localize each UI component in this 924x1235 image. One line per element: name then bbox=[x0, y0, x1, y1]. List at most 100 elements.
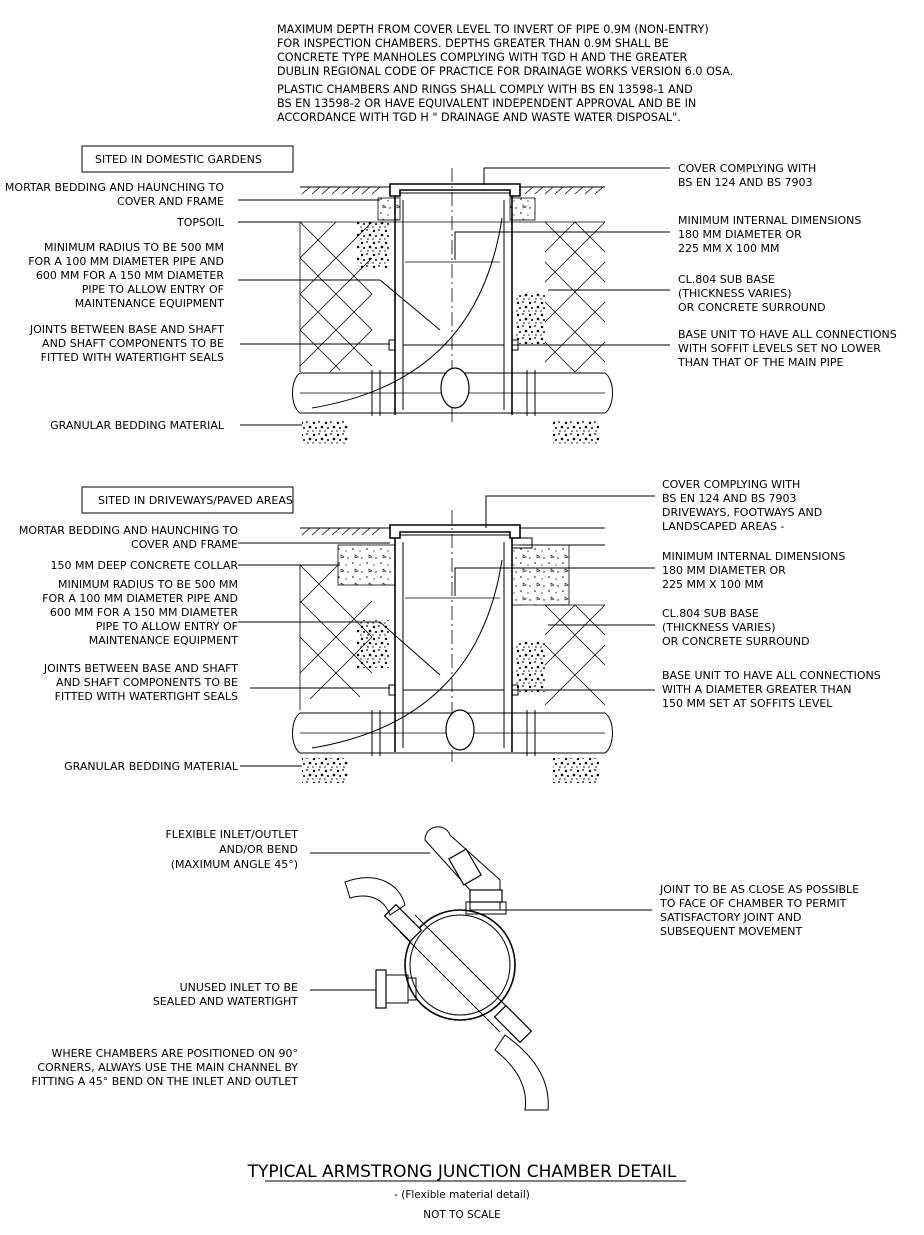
label: CORNERS, ALWAYS USE THE MAIN CHANNEL BY bbox=[37, 1061, 298, 1074]
gravel-surround bbox=[357, 620, 389, 668]
section-driveways: SITED IN DRIVEWAYS/PAVED AREAS bbox=[19, 478, 881, 783]
label: WITH A DIAMETER GREATER THAN bbox=[662, 683, 851, 696]
label: AND SHAFT COMPONENTS TO BE bbox=[56, 676, 238, 689]
unused-inlet bbox=[375, 969, 417, 1009]
granular-bedding bbox=[553, 758, 599, 783]
label: THAN THAT OF THE MAIN PIPE bbox=[677, 356, 844, 369]
ground-surface bbox=[300, 186, 605, 195]
label: 225 MM X 100 MM bbox=[662, 578, 763, 591]
label: FITTING A 45° BEND ON THE INLET AND OUTL… bbox=[31, 1075, 298, 1088]
label: FOR A 100 MM DIAMETER PIPE AND bbox=[28, 255, 224, 268]
left-leaders bbox=[238, 542, 441, 767]
label: FLEXIBLE INLET/OUTLET bbox=[165, 828, 298, 841]
label: OR CONCRETE SURROUND bbox=[662, 635, 810, 648]
note-line: FOR INSPECTION CHAMBERS. DEPTHS GREATER … bbox=[277, 37, 669, 50]
label: FOR A 100 MM DIAMETER PIPE AND bbox=[42, 592, 238, 605]
label: 180 MM DIAMETER OR bbox=[678, 228, 802, 241]
label: GRANULAR BEDDING MATERIAL bbox=[50, 419, 225, 432]
flexible-inlet bbox=[424, 826, 507, 915]
label: COVER COMPLYING WITH bbox=[662, 478, 800, 491]
drawing-subtitle: - (Flexible material detail) bbox=[394, 1189, 530, 1201]
concrete-collar bbox=[337, 544, 396, 586]
drawing-title: TYPICAL ARMSTRONG JUNCTION CHAMBER DETAI… bbox=[247, 1162, 677, 1182]
label: SUBSEQUENT MOVEMENT bbox=[660, 925, 803, 938]
label: CL.804 SUB BASE bbox=[662, 607, 759, 620]
label: 180 MM DIAMETER OR bbox=[662, 564, 786, 577]
label: 225 MM X 100 MM bbox=[678, 242, 779, 255]
section-heading: SITED IN DRIVEWAYS/PAVED AREAS bbox=[98, 494, 293, 507]
plan-leaders bbox=[310, 852, 652, 991]
label: SATISFACTORY JOINT AND bbox=[660, 911, 801, 924]
label: TOPSOIL bbox=[176, 216, 225, 229]
granular-bedding bbox=[302, 758, 348, 783]
label: MINIMUM RADIUS TO BE 500 MM bbox=[44, 241, 224, 254]
paved-surface bbox=[300, 527, 605, 546]
section-heading: SITED IN DOMESTIC GARDENS bbox=[95, 153, 262, 166]
label: MORTAR BEDDING AND HAUNCHING TO bbox=[19, 524, 238, 537]
label: AND/OR BEND bbox=[219, 843, 298, 856]
label: JOINTS BETWEEN BASE AND SHAFT bbox=[29, 323, 224, 336]
main-channel bbox=[383, 903, 533, 1044]
label: (THICKNESS VARIES) bbox=[678, 287, 792, 300]
label: WHERE CHAMBERS ARE POSITIONED ON 90° bbox=[51, 1047, 298, 1060]
label: PIPE TO ALLOW ENTRY OF bbox=[96, 620, 238, 633]
label: BS EN 124 AND BS 7903 bbox=[678, 176, 813, 189]
label: 600 MM FOR A 150 MM DIAMETER bbox=[50, 606, 238, 619]
label: GRANULAR BEDDING MATERIAL bbox=[64, 760, 239, 773]
label: MORTAR BEDDING AND HAUNCHING TO bbox=[5, 181, 224, 194]
label: 150 MM DEEP CONCRETE COLLAR bbox=[51, 559, 239, 572]
note-line: DUBLIN REGIONAL CODE OF PRACTICE FOR DRA… bbox=[277, 65, 733, 78]
note-line: CONCRETE TYPE MANHOLES COMPLYING WITH TG… bbox=[277, 51, 688, 64]
right-leaders bbox=[454, 167, 670, 346]
minimum-radius-curve bbox=[311, 559, 503, 749]
label: DRIVEWAYS, FOOTWAYS AND bbox=[662, 506, 822, 519]
label: 600 MM FOR A 150 MM DIAMETER bbox=[36, 269, 224, 282]
title-block: TYPICAL ARMSTRONG JUNCTION CHAMBER DETAI… bbox=[247, 1162, 686, 1221]
label: MINIMUM RADIUS TO BE 500 MM bbox=[58, 578, 238, 591]
label: MAINTENANCE EQUIPMENT bbox=[75, 297, 224, 310]
label: COVER AND FRAME bbox=[117, 195, 224, 208]
label: BS EN 124 AND BS 7903 bbox=[662, 492, 797, 505]
label: WITH SOFFIT LEVELS SET NO LOWER bbox=[678, 342, 881, 355]
label: MINIMUM INTERNAL DIMENSIONS bbox=[662, 550, 845, 563]
granular-bedding bbox=[553, 420, 599, 445]
scale-note: NOT TO SCALE bbox=[423, 1209, 501, 1221]
gravel-surround bbox=[516, 292, 546, 344]
label: 150 MM SET AT SOFFITS LEVEL bbox=[662, 697, 833, 710]
backfill-cross-hatch bbox=[299, 221, 606, 373]
flexible-bend bbox=[344, 877, 549, 1111]
general-notes: MAXIMUM DEPTH FROM COVER LEVEL TO INVERT… bbox=[277, 23, 733, 124]
label: COVER AND FRAME bbox=[131, 538, 238, 551]
right-leaders bbox=[454, 495, 655, 691]
label: BASE UNIT TO HAVE ALL CONNECTIONS bbox=[662, 669, 881, 682]
granular-bedding bbox=[302, 420, 348, 445]
chamber-circle bbox=[404, 909, 516, 1021]
label: TO FACE OF CHAMBER TO PERMIT bbox=[659, 897, 847, 910]
concrete-collar bbox=[511, 544, 570, 606]
left-leaders bbox=[238, 199, 441, 426]
label: MAINTENANCE EQUIPMENT bbox=[89, 634, 238, 647]
label: AND SHAFT COMPONENTS TO BE bbox=[42, 337, 224, 350]
label: CL.804 SUB BASE bbox=[678, 273, 775, 286]
label: SEALED AND WATERTIGHT bbox=[153, 995, 298, 1008]
label: UNUSED INLET TO BE bbox=[180, 981, 298, 994]
note-line: PLASTIC CHAMBERS AND RINGS SHALL COMPLY … bbox=[277, 83, 693, 96]
label: FITTED WITH WATERTIGHT SEALS bbox=[55, 690, 238, 703]
chamber-shaft bbox=[388, 538, 519, 752]
label: BASE UNIT TO HAVE ALL CONNECTIONS bbox=[678, 328, 897, 341]
label: LANDSCAPED AREAS - bbox=[662, 520, 784, 533]
label: COVER COMPLYING WITH bbox=[678, 162, 816, 175]
note-line: BS EN 13598-2 OR HAVE EQUIVALENT INDEPEN… bbox=[277, 97, 696, 110]
minimum-radius-curve bbox=[311, 217, 503, 409]
label: (THICKNESS VARIES) bbox=[662, 621, 776, 634]
section-heading-box bbox=[81, 486, 294, 514]
gravel-surround bbox=[516, 640, 546, 692]
main-pipe bbox=[292, 709, 613, 756]
label: FITTED WITH WATERTIGHT SEALS bbox=[41, 351, 224, 364]
cover-and-frame bbox=[389, 524, 533, 549]
label: (MAXIMUM ANGLE 45°) bbox=[171, 858, 298, 871]
section-domestic-gardens: SITED IN DOMESTIC GARDENS bbox=[5, 145, 897, 445]
label: MINIMUM INTERNAL DIMENSIONS bbox=[678, 214, 861, 227]
label: JOINTS BETWEEN BASE AND SHAFT bbox=[43, 662, 238, 675]
